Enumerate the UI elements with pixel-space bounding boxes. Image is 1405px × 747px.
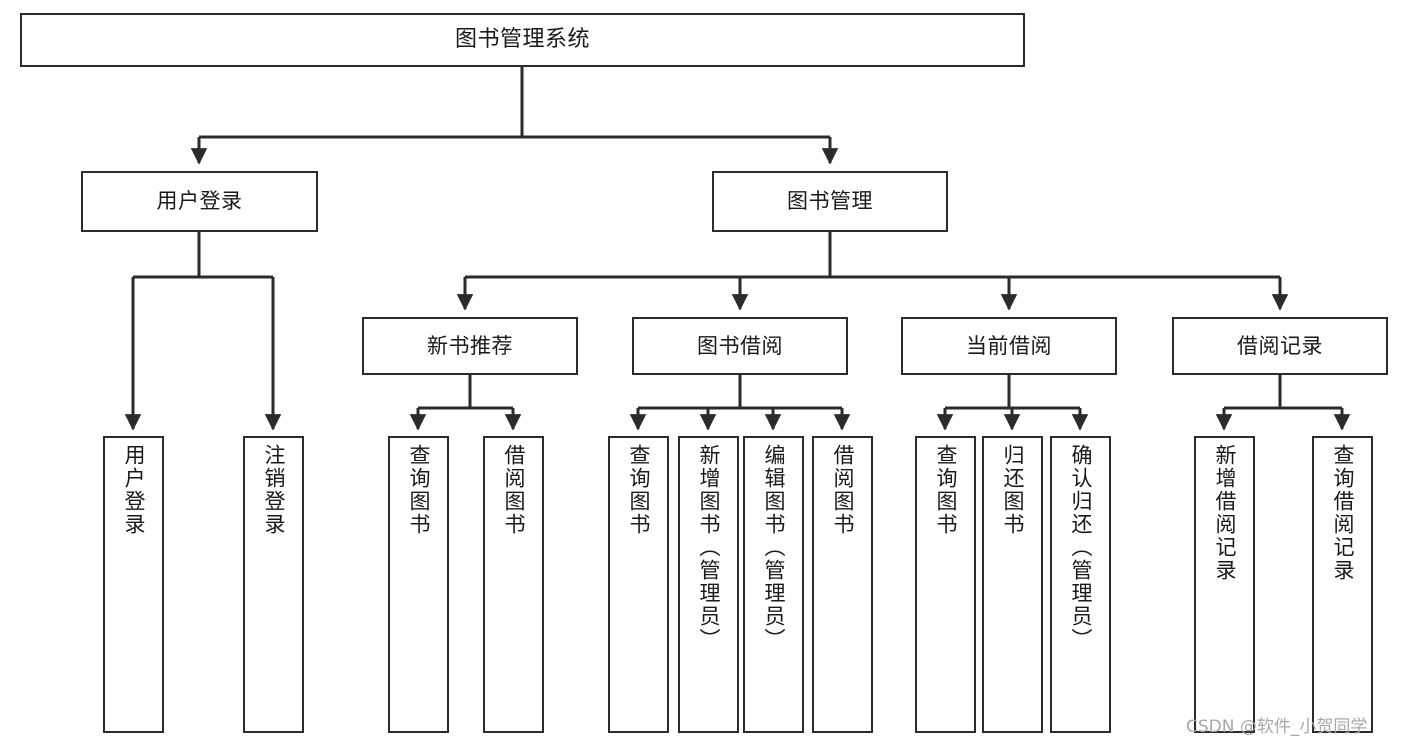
leaf-book-borrow-edit-label: 编辑图书（管理员） bbox=[761, 444, 786, 651]
node-new-book-recommend-label: 新书推荐 bbox=[427, 333, 513, 358]
leaf-borrow-record-query[interactable]: 查询借阅记录 bbox=[1312, 436, 1373, 733]
leaf-user-login-login[interactable]: 用户登录 bbox=[103, 436, 164, 733]
leaf-book-borrow-add[interactable]: 新增图书（管理员） bbox=[678, 436, 739, 733]
leaf-new-book-borrow[interactable]: 借阅图书 bbox=[483, 436, 544, 733]
node-book-borrow-label: 图书借阅 bbox=[697, 333, 783, 358]
leaf-current-borrow-confirm-label: 确认归还（管理员） bbox=[1068, 444, 1093, 651]
node-borrow-record[interactable]: 借阅记录 bbox=[1172, 317, 1388, 375]
node-root-system[interactable]: 图书管理系统 bbox=[20, 13, 1025, 67]
node-current-borrow[interactable]: 当前借阅 bbox=[901, 317, 1117, 375]
node-book-borrow[interactable]: 图书借阅 bbox=[632, 317, 848, 375]
leaf-current-borrow-confirm[interactable]: 确认归还（管理员） bbox=[1050, 436, 1111, 733]
node-root-system-label: 图书管理系统 bbox=[454, 27, 590, 53]
node-current-borrow-label: 当前借阅 bbox=[966, 333, 1052, 358]
node-new-book-recommend[interactable]: 新书推荐 bbox=[362, 317, 578, 375]
node-user-login[interactable]: 用户登录 bbox=[81, 171, 318, 232]
leaf-book-borrow-borrow[interactable]: 借阅图书 bbox=[812, 436, 873, 733]
leaf-borrow-record-add-label: 新增借阅记录 bbox=[1212, 444, 1237, 582]
leaf-current-borrow-return[interactable]: 归还图书 bbox=[982, 436, 1043, 733]
leaf-new-book-query[interactable]: 查询图书 bbox=[388, 436, 449, 733]
leaf-user-login-login-label: 用户登录 bbox=[121, 444, 146, 536]
node-borrow-record-label: 借阅记录 bbox=[1237, 333, 1323, 358]
node-book-manage[interactable]: 图书管理 bbox=[712, 171, 948, 232]
leaf-book-borrow-borrow-label: 借阅图书 bbox=[830, 444, 855, 536]
leaf-user-login-logout[interactable]: 注销登录 bbox=[243, 436, 304, 733]
leaf-new-book-query-label: 查询图书 bbox=[406, 444, 431, 536]
leaf-book-borrow-add-label: 新增图书（管理员） bbox=[696, 444, 721, 651]
leaf-user-login-logout-label: 注销登录 bbox=[261, 444, 286, 536]
leaf-new-book-borrow-label: 借阅图书 bbox=[501, 444, 526, 536]
leaf-current-borrow-query-label: 查询图书 bbox=[933, 444, 958, 536]
leaf-current-borrow-return-label: 归还图书 bbox=[1000, 444, 1025, 536]
leaf-borrow-record-query-label: 查询借阅记录 bbox=[1330, 444, 1355, 582]
leaf-borrow-record-add[interactable]: 新增借阅记录 bbox=[1194, 436, 1255, 733]
leaf-current-borrow-query[interactable]: 查询图书 bbox=[915, 436, 976, 733]
node-book-manage-label: 图书管理 bbox=[787, 189, 873, 214]
leaf-book-borrow-query[interactable]: 查询图书 bbox=[608, 436, 669, 733]
leaf-book-borrow-query-label: 查询图书 bbox=[626, 444, 651, 536]
node-user-login-label: 用户登录 bbox=[156, 189, 243, 214]
leaf-book-borrow-edit[interactable]: 编辑图书（管理员） bbox=[743, 436, 804, 733]
